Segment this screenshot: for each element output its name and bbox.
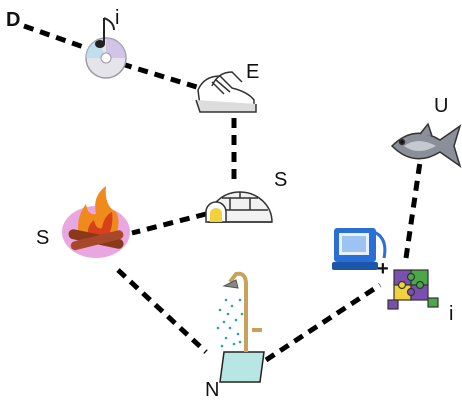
connector-puzzle-fish [403, 161, 423, 259]
connector-lines [23, 23, 423, 363]
label-i-top: i [115, 7, 120, 29]
label-plus: + [377, 258, 389, 280]
computer-icon [332, 228, 387, 270]
label-e: E [246, 61, 260, 83]
connector-igloo-fire [131, 211, 207, 236]
label-n: N [205, 379, 220, 401]
campfire-icon [62, 186, 130, 258]
connector-cd-shoes [121, 61, 201, 91]
label-s-left: S [36, 227, 50, 249]
label-u: U [434, 95, 449, 117]
puzzle-icon [387, 269, 439, 310]
igloo-icon [205, 191, 273, 223]
music-cd-icon [85, 17, 127, 79]
label-s-right: S [274, 169, 288, 191]
label-i-bottom: i [449, 303, 454, 325]
connector-d-cd [23, 23, 93, 53]
connector-fire-shower [116, 268, 208, 354]
sneakers-icon [195, 71, 257, 113]
label-d: D [6, 9, 21, 31]
shower-icon [216, 271, 265, 383]
fish-icon [390, 122, 462, 168]
connector-shower-puzzle [264, 282, 382, 363]
